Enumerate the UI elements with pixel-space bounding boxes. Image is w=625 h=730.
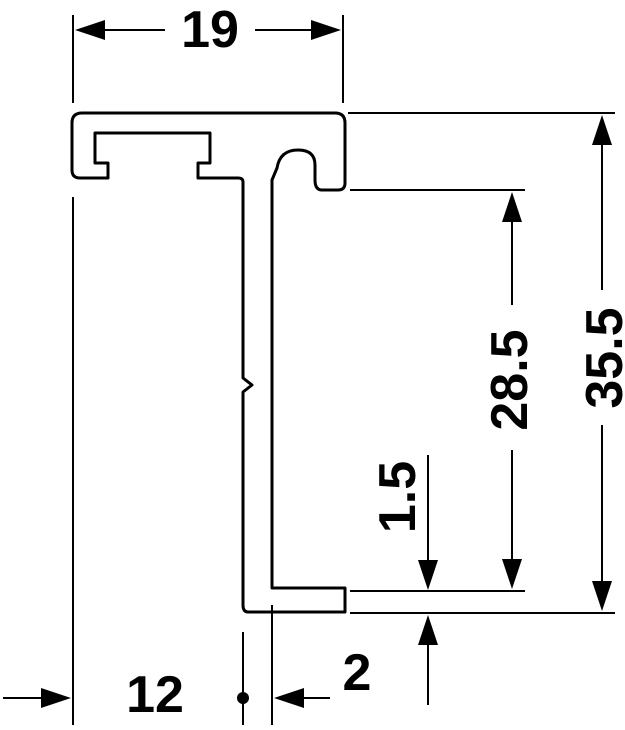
- arrow-2-left: [274, 688, 304, 708]
- arrow-35-5-down: [592, 581, 612, 611]
- arrow-12-right: [41, 688, 71, 708]
- dim-label-19: 19: [181, 1, 239, 59]
- arrow-19-left: [75, 20, 105, 40]
- dim-label-35-5: 35.5: [576, 307, 625, 408]
- dim-label-2: 2: [343, 644, 372, 702]
- arrow-35-5-up: [592, 115, 612, 145]
- profile-outline: [70, 111, 347, 614]
- arrow-1-5-down: [418, 560, 438, 590]
- dim-label-1-5: 1.5: [369, 461, 427, 533]
- arrow-28-5-down: [502, 559, 522, 589]
- arrow-1-5-up: [418, 615, 438, 645]
- center-dot: [237, 692, 249, 704]
- arrow-28-5-up: [502, 192, 522, 222]
- arrow-19-right: [311, 20, 341, 40]
- dim-label-12: 12: [126, 666, 184, 724]
- dim-label-28-5: 28.5: [481, 329, 539, 430]
